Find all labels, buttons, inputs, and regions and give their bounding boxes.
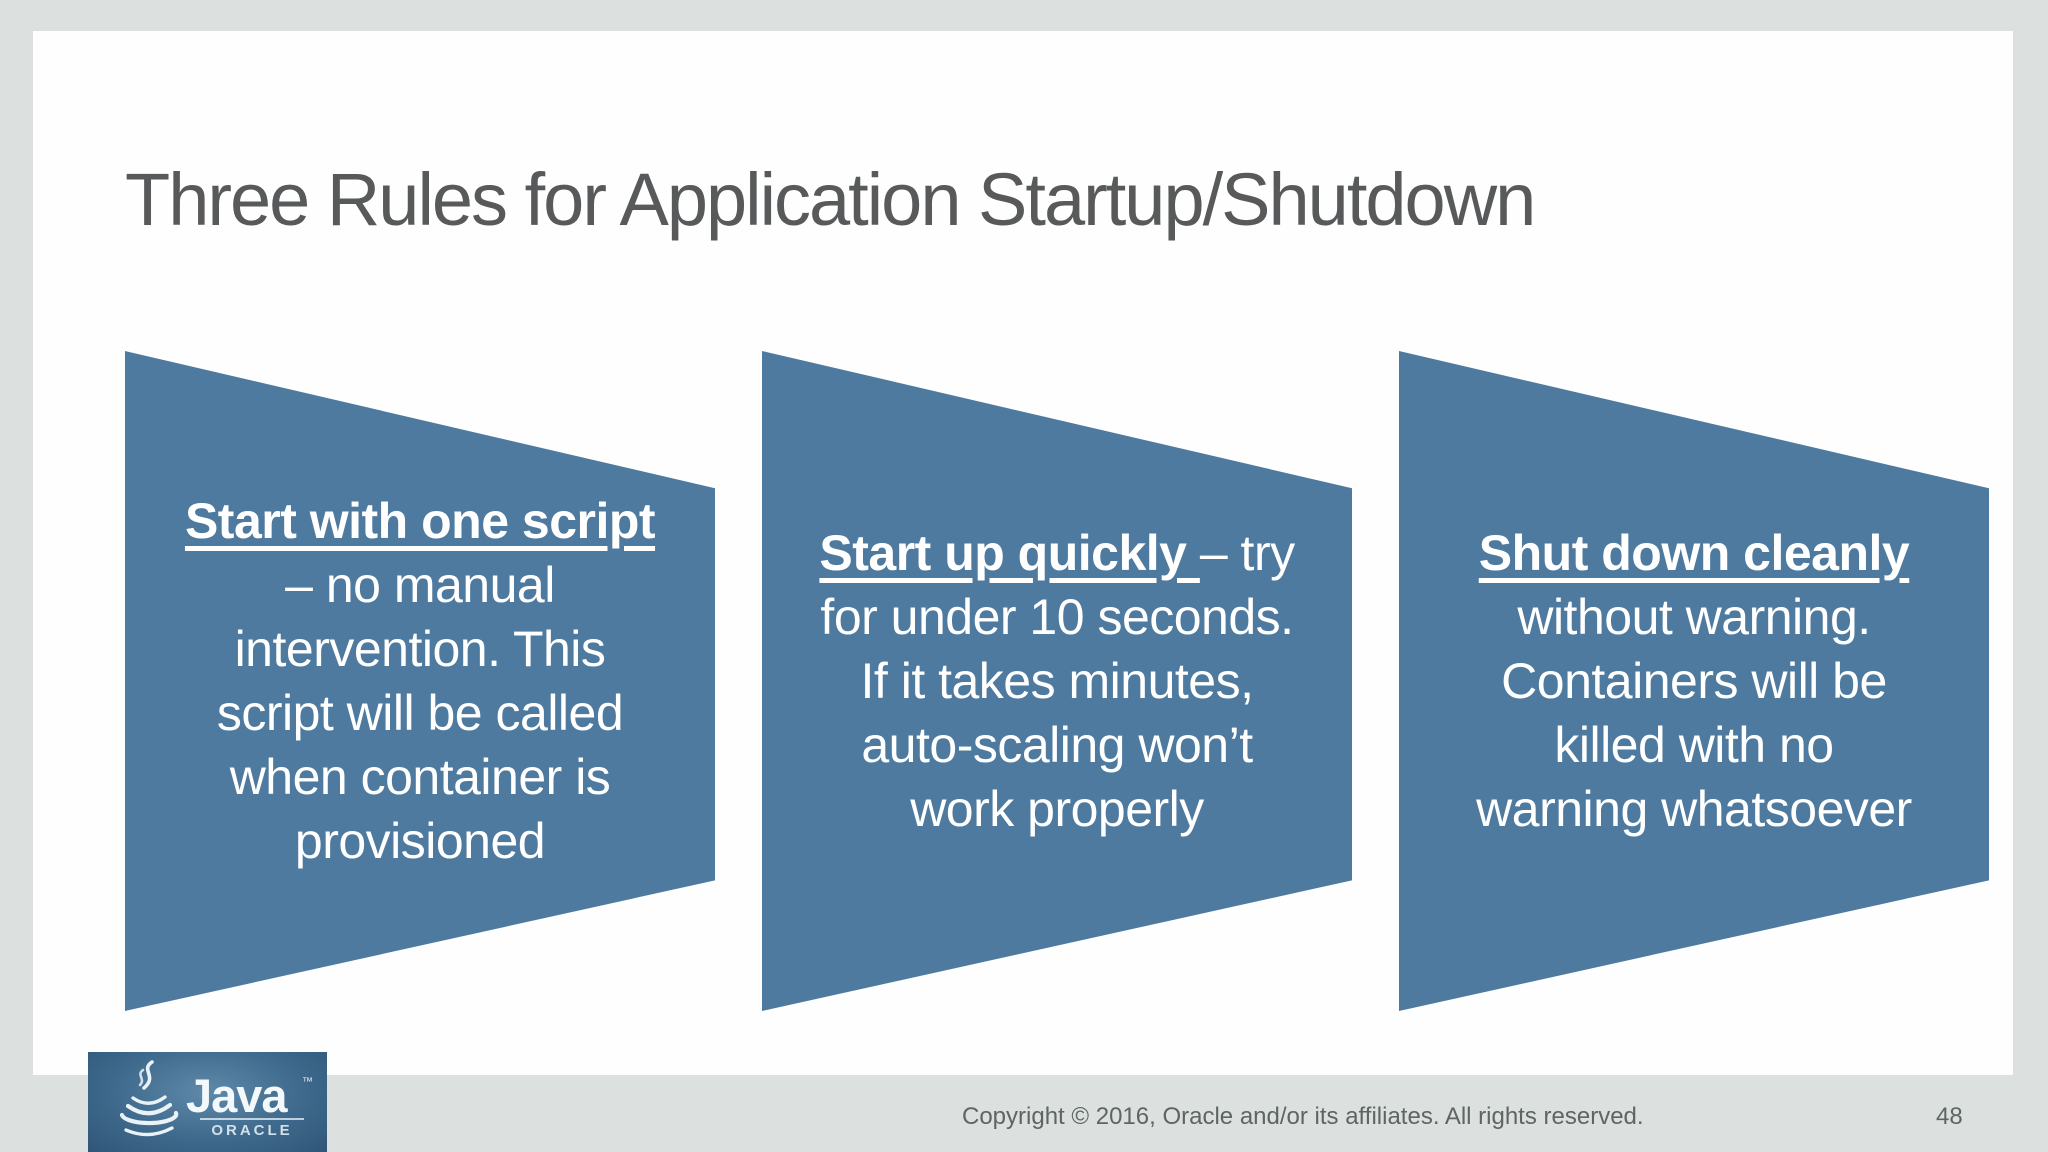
java-wordmark: Java	[186, 1069, 288, 1122]
rule-body: without warning. Containers will be kill…	[1476, 589, 1912, 837]
trademark-symbol: ™	[302, 1076, 313, 1088]
rule-text: Start with one script – no manual interv…	[127, 489, 713, 873]
rule-body: for under 10 seconds. If it takes minute…	[820, 589, 1294, 837]
oracle-divider-line	[200, 1118, 304, 1120]
java-oracle-logo: Java ™ ORACLE	[88, 1052, 327, 1152]
rule-heading-line: Shut down cleanly	[1401, 521, 1987, 585]
java-cup-icon	[119, 1060, 179, 1137]
copyright-text: Copyright © 2016, Oracle and/or its affi…	[962, 1103, 1644, 1130]
rule-heading-suffix: – try	[1199, 525, 1295, 581]
page-title: Three Rules for Application Startup/Shut…	[125, 158, 1536, 241]
oracle-wordmark: ORACLE	[211, 1122, 293, 1139]
rule-chevron-start-script: Start with one script – no manual interv…	[125, 351, 715, 1011]
rule-heading: Start with one script	[184, 493, 656, 549]
rule-chevron-start-quickly: Start up quickly – try for under 10 seco…	[762, 351, 1352, 1011]
slide-canvas: Three Rules for Application Startup/Shut…	[33, 31, 2013, 1075]
rule-text: Shut down cleanly without warning. Conta…	[1401, 521, 1987, 841]
rule-text: Start up quickly – try for under 10 seco…	[764, 521, 1350, 841]
rule-heading: Shut down cleanly	[1478, 525, 1910, 581]
footer-band	[0, 1075, 2048, 1152]
rule-body: – no manual intervention. This script wi…	[216, 557, 624, 869]
rules-row: Start with one script – no manual interv…	[125, 351, 1989, 1011]
rule-heading: Start up quickly	[819, 525, 1200, 581]
rule-heading-line: Start up quickly – try	[764, 521, 1350, 585]
rule-chevron-shutdown-cleanly: Shut down cleanly without warning. Conta…	[1399, 351, 1989, 1011]
rule-heading-line: Start with one script	[127, 489, 713, 553]
page-number: 48	[1936, 1103, 1963, 1130]
